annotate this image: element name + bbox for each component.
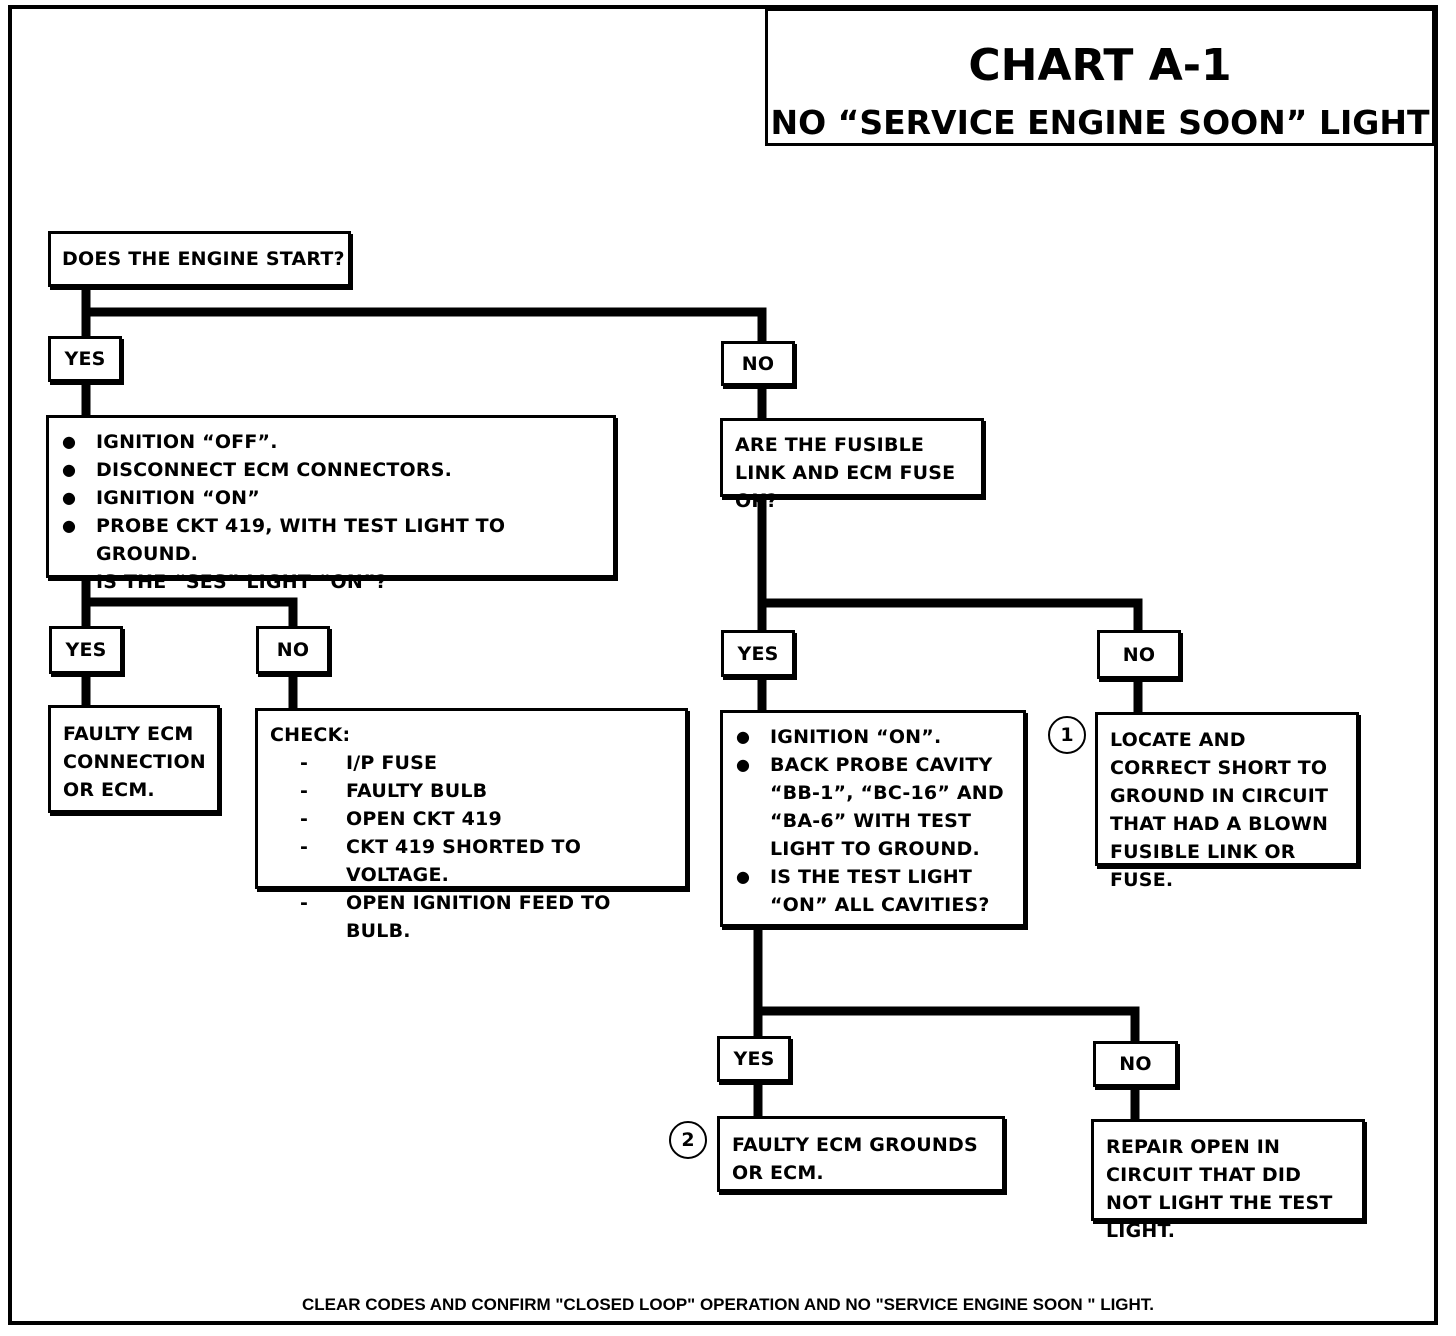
cavity-no-label-box: NO	[1093, 1041, 1178, 1087]
cavity-no-label: NO	[1119, 1053, 1152, 1075]
note-marker-2: 2	[669, 1121, 707, 1159]
short-to-ground-box: LOCATE AND CORRECT SHORT TO GROUND IN CI…	[1095, 712, 1359, 891]
check-item: CKT 419 SHORTED TO VOLTAGE.	[300, 833, 673, 889]
ignition-step: PROBE CKT 419, WITH TEST LIGHT TO GROUND…	[62, 512, 601, 568]
fuse-no-label-box: NO	[1097, 630, 1181, 679]
faulty-ecm-connection-text: FAULTY ECM CONNECTION OR ECM.	[63, 723, 206, 801]
cavity-probe-box: IGNITION “ON”. BACK PROBE CAVITY “BB-1”,…	[720, 710, 1026, 927]
chart-title: CHART A-1	[968, 40, 1232, 91]
ignition-steps-list: IGNITION “OFF”. DISCONNECT ECM CONNECTOR…	[62, 428, 601, 568]
fuse-question-box: ARE THE FUSIBLE LINK AND ECM FUSE OK?	[720, 418, 984, 512]
ignition-step: DISCONNECT ECM CONNECTORS.	[62, 456, 601, 484]
start-question-text: DOES THE ENGINE START?	[62, 248, 345, 270]
faulty-ecm-connection-box: FAULTY ECM CONNECTION OR ECM.	[48, 705, 220, 813]
ignition-steps-box: IGNITION “OFF”. DISCONNECT ECM CONNECTOR…	[46, 415, 616, 593]
short-to-ground-text: LOCATE AND CORRECT SHORT TO GROUND IN CI…	[1110, 729, 1329, 891]
cavity-yes-label: YES	[733, 1048, 775, 1070]
chart-frame	[8, 5, 1438, 1325]
chart-title-box: CHART A-1 NO “SERVICE ENGINE SOON” LIGHT	[765, 8, 1435, 146]
ses-light-question: IS THE “SES” LIGHT “ON”?	[96, 571, 387, 593]
fuse-yes-label-box: YES	[721, 630, 795, 677]
footer-instruction: CLEAR CODES AND CONFIRM "CLOSED LOOP" OP…	[301, 1295, 1155, 1314]
cavity-step: BACK PROBE CAVITY “BB-1”, “BC-16” AND “B…	[736, 751, 1011, 863]
ses-no-label: NO	[276, 639, 310, 661]
note-marker-1: 1	[1048, 716, 1086, 754]
check-list-box: CHECK: I/P FUSE FAULTY BULB OPEN CKT 419…	[255, 708, 688, 942]
fuse-yes-label: YES	[737, 642, 779, 665]
repair-open-text: REPAIR OPEN IN CIRCUIT THAT DID NOT LIGH…	[1106, 1136, 1333, 1242]
ses-yes-label-box: YES	[49, 626, 123, 674]
note-number: 2	[681, 1129, 695, 1151]
yes-label-box: YES	[48, 336, 122, 382]
check-item: OPEN CKT 419	[300, 805, 673, 833]
check-item: OPEN IGNITION FEED TO BULB.	[300, 889, 673, 945]
ses-no-label-box: NO	[256, 626, 330, 674]
check-item: I/P FUSE	[300, 749, 673, 777]
yes-label: YES	[64, 348, 106, 370]
check-item: FAULTY BULB	[300, 777, 673, 805]
chart-subtitle: NO “SERVICE ENGINE SOON” LIGHT	[770, 103, 1430, 142]
no-label-box: NO	[721, 341, 795, 386]
ses-yes-label: YES	[65, 639, 107, 661]
check-list: I/P FUSE FAULTY BULB OPEN CKT 419 CKT 41…	[270, 749, 673, 945]
note-number: 1	[1060, 724, 1074, 746]
fuse-question-text: ARE THE FUSIBLE LINK AND ECM FUSE OK?	[735, 434, 956, 512]
cavity-probe-list: IGNITION “ON”. BACK PROBE CAVITY “BB-1”,…	[736, 723, 1011, 919]
cavity-step: IGNITION “ON”.	[736, 723, 1011, 751]
faulty-ecm-grounds-box: FAULTY ECM GROUNDS OR ECM.	[717, 1116, 1005, 1192]
ignition-step: IGNITION “OFF”.	[62, 428, 601, 456]
start-question-box: DOES THE ENGINE START?	[48, 231, 351, 287]
check-list-title: CHECK:	[270, 724, 351, 746]
no-label: NO	[741, 352, 775, 375]
fuse-no-label: NO	[1122, 643, 1156, 666]
ignition-step: IGNITION “ON”	[62, 484, 601, 512]
faulty-ecm-grounds-text: FAULTY ECM GROUNDS OR ECM.	[732, 1134, 978, 1184]
repair-open-box: REPAIR OPEN IN CIRCUIT THAT DID NOT LIGH…	[1091, 1119, 1365, 1242]
cavity-step: IS THE TEST LIGHT “ON” ALL CAVITIES?	[736, 863, 1011, 919]
cavity-yes-label-box: YES	[717, 1036, 791, 1082]
